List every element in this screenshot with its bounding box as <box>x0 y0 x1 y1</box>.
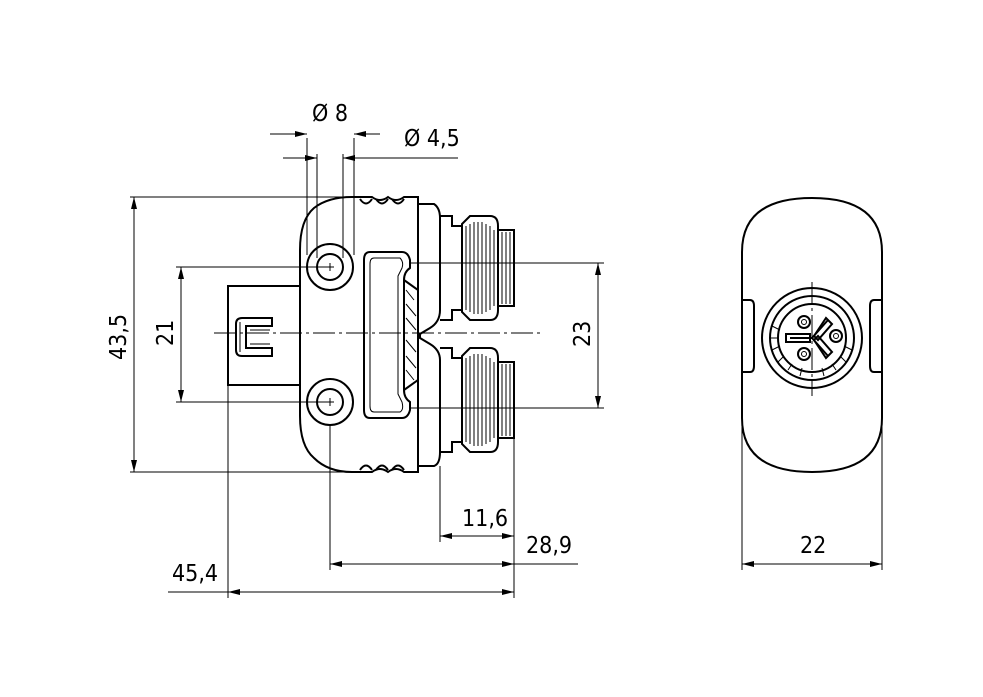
pin-2 <box>829 329 843 343</box>
dimension-overall-height: 43,5 <box>106 196 350 473</box>
pin-1 <box>797 315 811 329</box>
slot-window <box>363 251 411 419</box>
end-left-slot <box>742 299 755 373</box>
pin-3 <box>797 347 811 361</box>
latch-hatching <box>405 289 417 381</box>
dim-label-end-width: 22 <box>800 533 826 559</box>
dimension-overall-length: 45,4 <box>168 385 514 598</box>
dim-label-hole-spacing: 21 <box>153 320 179 346</box>
bottom-port <box>440 347 515 453</box>
grip-ridges-top <box>359 198 405 205</box>
side-view: Ø 8 Ø 4,5 43,5 21 <box>106 101 604 598</box>
dimension-end-width: 22 <box>741 420 883 570</box>
dim-label-bore-outer: Ø 8 <box>312 101 348 127</box>
dimension-port-spacing: 23 <box>410 262 604 409</box>
dim-label-overall-height: 43,5 <box>106 314 132 360</box>
grip-ridges-bottom <box>359 464 405 471</box>
dimension-hole-spacing: 21 <box>153 266 330 403</box>
left-clip-block <box>227 285 300 386</box>
dimension-bore-inner: Ø 4,5 <box>283 126 460 258</box>
clip-inner-lines <box>239 322 270 352</box>
dim-label-thread-length: 11,6 <box>462 506 508 532</box>
dim-label-body-to-port: 28,9 <box>526 533 572 559</box>
end-view: 22 <box>741 196 883 570</box>
latch-wedge <box>403 279 419 391</box>
collar-section <box>418 203 441 467</box>
slot-inner <box>369 257 404 413</box>
dim-label-overall-length: 45,4 <box>172 561 218 587</box>
end-port-ring-hatch <box>770 325 853 377</box>
dimension-bore-outer: Ø 8 <box>270 101 380 255</box>
end-view-outline <box>741 196 883 474</box>
dim-label-port-spacing: 23 <box>570 321 596 347</box>
dimension-thread-length: 11,6 <box>439 438 515 598</box>
top-port <box>440 215 515 321</box>
dimension-body-to-port: 28,9 <box>329 424 578 570</box>
dim-label-bore-inner: Ø 4,5 <box>404 126 460 152</box>
clip-bracket <box>235 317 273 357</box>
end-right-slot <box>869 299 882 373</box>
main-body-outline <box>299 195 419 474</box>
